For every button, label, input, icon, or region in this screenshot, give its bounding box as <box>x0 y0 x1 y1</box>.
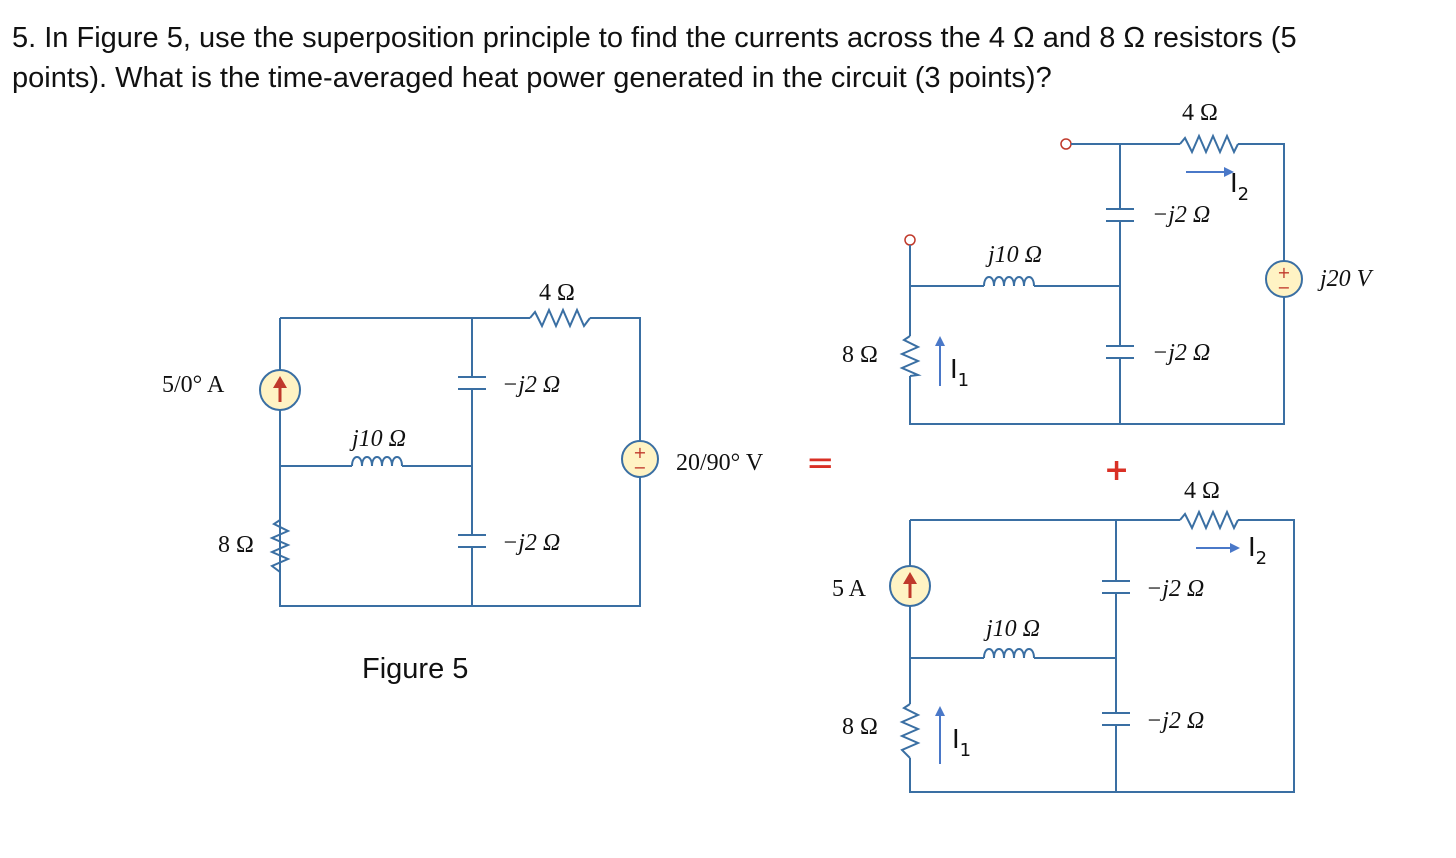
bottom-subcircuit: 4 Ω I2 5 A −j2 Ω j10 Ω 8 Ω I1 −j2 Ω <box>832 478 1295 793</box>
bottom-label-cap-top: −j2 Ω <box>1146 576 1204 602</box>
bottom-label-current-1: I1 <box>952 725 971 761</box>
bottom-label-inductor: j10 Ω <box>983 616 1040 642</box>
top-label-cap-bottom: −j2 Ω <box>1152 340 1210 366</box>
figure5-capacitor-bottom <box>458 534 486 548</box>
svg-text:+: + <box>633 443 646 462</box>
figure5-label-resistor-4: 4 Ω <box>539 280 575 306</box>
bottom-capacitor-top <box>1102 580 1130 594</box>
figure5-label-resistor-8: 8 Ω <box>218 532 254 558</box>
top-current-arrow-2 <box>1186 167 1234 177</box>
bottom-label-cap-bottom: −j2 Ω <box>1146 708 1204 734</box>
top-inductor <box>983 276 1035 287</box>
bottom-label-current-2: I2 <box>1248 533 1267 569</box>
figure5-label-voltage-source: 20/90° V <box>676 450 764 476</box>
figure5-voltage-source: + − <box>621 440 659 478</box>
figure5-resistor-4 <box>529 307 591 329</box>
top-subcircuit: + − 4 Ω I2 −j2 Ω j10 Ω j20 V 8 Ω I1 −j2 … <box>842 100 1374 425</box>
top-label-cap-top: −j2 Ω <box>1152 202 1210 228</box>
top-capacitor-bottom <box>1106 345 1134 359</box>
bottom-label-resistor-8: 8 Ω <box>842 714 878 740</box>
figure5-inductor <box>351 456 403 467</box>
top-resistor-8 <box>899 335 922 377</box>
question-line-2: points). What is the time-averaged heat … <box>12 62 1052 94</box>
figure5-capacitor-top <box>458 376 486 390</box>
plus-sign: + <box>1104 453 1129 488</box>
figure5-caption: Figure 5 <box>362 653 468 685</box>
figure5-label-current-source: 5/0° A <box>162 372 225 398</box>
bottom-resistor-4 <box>1179 509 1239 531</box>
bottom-current-arrow-2 <box>1196 543 1240 553</box>
bottom-label-current-source: 5 A <box>832 576 867 602</box>
svg-text:−: − <box>1277 278 1290 297</box>
top-label-current-2: I2 <box>1230 169 1249 205</box>
figure5-label-cap-top: −j2 Ω <box>502 372 560 398</box>
figure5-label-cap-bottom: −j2 Ω <box>502 530 560 556</box>
equals-sign: = <box>806 443 835 483</box>
top-label-resistor-4: 4 Ω <box>1182 100 1218 126</box>
top-resistor-4 <box>1179 133 1239 155</box>
svg-text:+: + <box>1277 263 1290 282</box>
question-text: 5. In Figure 5, use the superposition pr… <box>12 18 1442 98</box>
top-current-arrow-1 <box>935 336 945 386</box>
top-label-current-1: I1 <box>950 355 969 391</box>
figure5-circuit: + − 4 Ω −j2 Ω j10 Ω 8 Ω −j2 Ω 5/0° A 20/… <box>162 280 764 685</box>
bottom-resistor-8 <box>899 703 921 759</box>
bottom-label-resistor-4: 4 Ω <box>1184 478 1220 504</box>
top-label-voltage-source: j20 V <box>1317 266 1374 292</box>
figure5-label-inductor: j10 Ω <box>349 426 406 452</box>
bottom-inductor <box>983 648 1035 659</box>
figure5-current-source <box>259 369 301 411</box>
bottom-capacitor-bottom <box>1102 712 1130 726</box>
bottom-current-source <box>889 565 931 607</box>
figure5-resistor-8 <box>269 519 291 573</box>
top-voltage-source: + − <box>1265 260 1303 298</box>
question-line-1: 5. In Figure 5, use the superposition pr… <box>12 22 1297 54</box>
svg-text:−: − <box>633 458 646 477</box>
top-label-inductor: j10 Ω <box>985 242 1042 268</box>
top-capacitor-top <box>1106 208 1134 222</box>
top-label-resistor-8: 8 Ω <box>842 342 878 368</box>
bottom-current-arrow-1 <box>935 706 945 764</box>
